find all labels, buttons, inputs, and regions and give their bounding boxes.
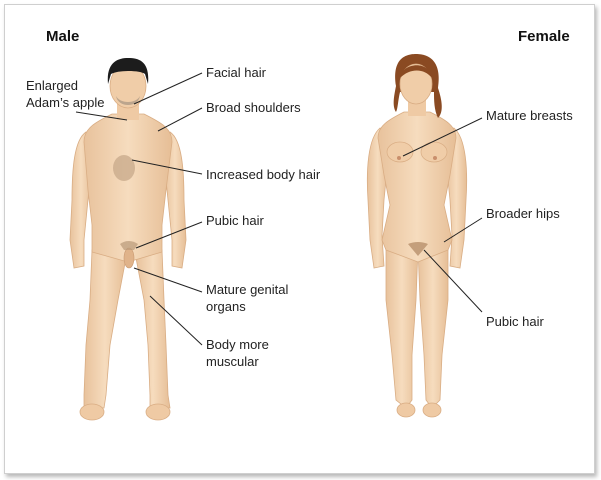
leader-adams-apple [75,111,128,121]
leader-lines [75,72,483,346]
female-torso [377,111,457,263]
female-left-foot [396,402,416,418]
female-left-leg [385,237,419,409]
female-left-breast [386,141,414,163]
male-beard [116,96,140,105]
female-heading: Female [518,28,570,45]
label-body-hair: Increased body hair [206,167,321,182]
male-pubic-hair [120,241,138,250]
leader-breasts [402,117,483,157]
male-heading: Male [46,28,80,45]
label-female-pubic-hair: Pubic hair [486,314,544,329]
label-male-pubic-hair: Pubic hair [206,213,264,228]
male-left-leg [83,249,127,409]
male-torso [83,113,173,263]
label-facial-hair: Facial hair [206,65,266,80]
label-genital-line2: organs [206,299,246,314]
label-adams-apple-line2: Adam’s apple [26,95,105,110]
female-right-breast [420,141,448,163]
leader-female-pubic-hair [423,249,483,313]
leader-hips [443,217,483,243]
label-breasts: Mature breasts [486,108,573,123]
leader-genital [133,267,203,293]
label-genital-line1: Mature genital [206,282,289,297]
label-muscular: Body more muscular [206,336,269,370]
label-muscular-line1: Body more [206,337,269,352]
male-genital [123,247,135,269]
label-adams-apple: Enlarged Adam’s apple [26,77,105,111]
leader-facial-hair [133,72,203,105]
male-chest-hair [113,155,135,181]
male-hair [107,58,149,84]
label-broad-shoulders: Broad shoulders [206,100,301,115]
male-left-foot [79,403,105,421]
male-right-arm [163,131,187,269]
leader-broad-shoulders [157,107,203,132]
female-right-leg [417,237,449,409]
leader-muscular [149,295,203,346]
female-right-foot [422,402,442,418]
male-right-foot [145,403,171,421]
leader-body-hair [131,159,203,175]
female-head [399,63,433,105]
label-genital: Mature genital organs [206,281,288,315]
label-muscular-line2: muscular [206,354,259,369]
female-figure [366,54,468,418]
leader-male-pubic-hair [135,221,203,249]
male-figure [69,58,187,421]
female-pubic-hair [408,242,428,256]
female-neck [408,100,426,116]
label-hips: Broader hips [486,206,560,221]
label-adams-apple-line1: Enlarged [26,78,79,93]
male-right-leg [135,249,171,409]
